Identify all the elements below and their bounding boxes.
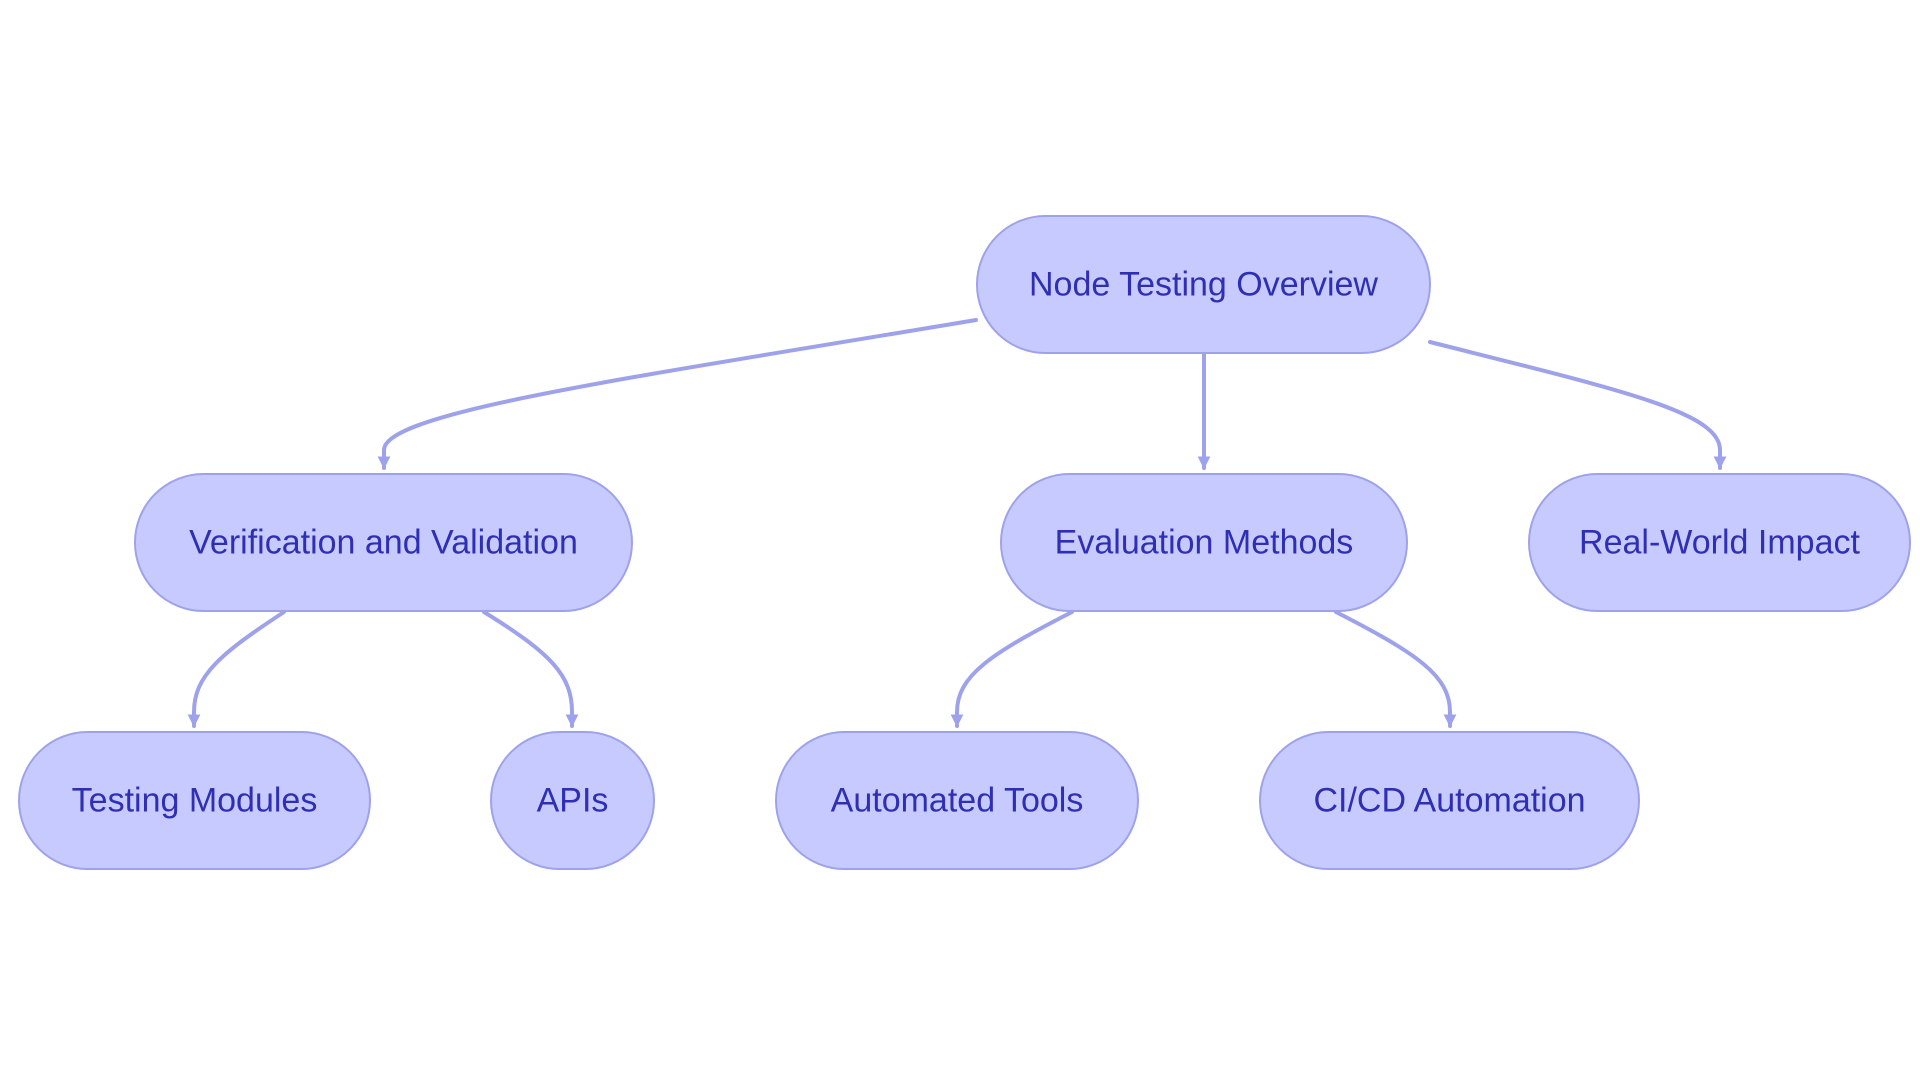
- node-label: Automated Tools: [831, 782, 1084, 820]
- edge-root-to-vv: [377, 318, 978, 470]
- edge-vv-to-apis: [482, 610, 579, 728]
- edge-eval-to-tools: [950, 610, 1074, 728]
- node-node-testing-overview[interactable]: Node Testing Overview: [976, 215, 1431, 354]
- edge-eval-to-cicd: [1334, 610, 1457, 728]
- node-real-world-impact[interactable]: Real-World Impact: [1528, 473, 1911, 612]
- node-label: Evaluation Methods: [1055, 524, 1354, 562]
- node-label: Node Testing Overview: [1029, 266, 1378, 304]
- edge-root-to-impact: [1428, 340, 1727, 470]
- node-label: Testing Modules: [72, 782, 318, 820]
- node-label: CI/CD Automation: [1313, 782, 1585, 820]
- node-label: Verification and Validation: [189, 524, 578, 562]
- node-evaluation-methods[interactable]: Evaluation Methods: [1000, 473, 1408, 612]
- node-label: Real-World Impact: [1579, 524, 1860, 562]
- node-testing-modules[interactable]: Testing Modules: [18, 731, 371, 870]
- node-ci-cd-automation[interactable]: CI/CD Automation: [1259, 731, 1640, 870]
- node-apis[interactable]: APIs: [490, 731, 655, 870]
- node-automated-tools[interactable]: Automated Tools: [775, 731, 1139, 870]
- edge-vv-to-modules: [187, 610, 286, 728]
- node-label: APIs: [537, 782, 609, 820]
- node-verification-and-validation[interactable]: Verification and Validation: [134, 473, 633, 612]
